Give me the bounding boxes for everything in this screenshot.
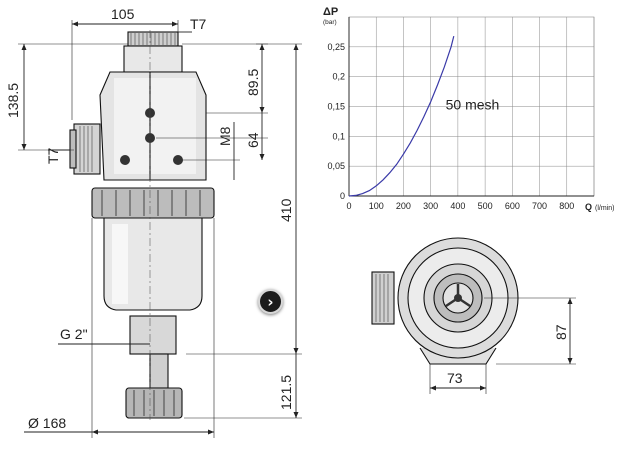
x-tick-label: 500 (478, 201, 493, 211)
dim-diameter-label: Ø 168 (28, 415, 66, 431)
y-tick-label: 0 (340, 191, 345, 201)
filter-side-view (69, 31, 215, 419)
dim-138-5-label: 138.5 (5, 83, 21, 118)
x-tick-label: 100 (369, 201, 384, 211)
series-annotation: 50 mesh (446, 96, 500, 112)
dim-64-label: 64 (245, 132, 261, 148)
dim-m8-label: M8 (217, 126, 233, 146)
y-tick-label: 0,15 (327, 102, 345, 112)
dim-89-5-label: 89.5 (245, 69, 261, 96)
pressure-drop-chart: 0 100 200 300 400 500 600 700 800 0 0,05 0,1 0,15 0,2… (323, 6, 614, 212)
dim-410-label: 410 (278, 198, 294, 222)
filter-top-view (371, 237, 576, 394)
side-view-dimensions (18, 20, 302, 438)
x-tick-label: 600 (505, 201, 520, 211)
x-tick-label: 800 (559, 201, 574, 211)
x-axis-unit: (l/min) (595, 205, 614, 212)
dim-t7-top-label: T7 (190, 16, 207, 32)
x-tick-label: 400 (450, 201, 465, 211)
x-tick-label: 0 (346, 201, 351, 211)
chevron-right-icon: › (267, 293, 274, 311)
y-tick-label: 0,25 (327, 42, 345, 52)
dim-73-label: 73 (447, 370, 463, 386)
series-line (348, 35, 455, 197)
y-tick-label: 0,2 (332, 72, 345, 82)
x-tick-label: 200 (396, 201, 411, 211)
dim-t7-left-label: T7 (45, 147, 61, 164)
x-tick-label: 300 (423, 201, 438, 211)
y-axis-unit: (bar) (323, 19, 337, 26)
x-axis-title: Q (585, 202, 592, 212)
x-tick-label: 700 (532, 201, 547, 211)
y-tick-label: 0,05 (327, 161, 345, 171)
dim-g2-label: G 2" (60, 326, 88, 342)
y-tick-label: 0,1 (332, 131, 345, 141)
next-arrow-button[interactable]: › (258, 289, 283, 314)
dim-121-5-label: 121.5 (278, 375, 294, 410)
dim-87-label: 87 (553, 324, 569, 340)
y-axis-title: ΔP (323, 6, 338, 18)
dim-105-label: 105 (111, 6, 135, 22)
